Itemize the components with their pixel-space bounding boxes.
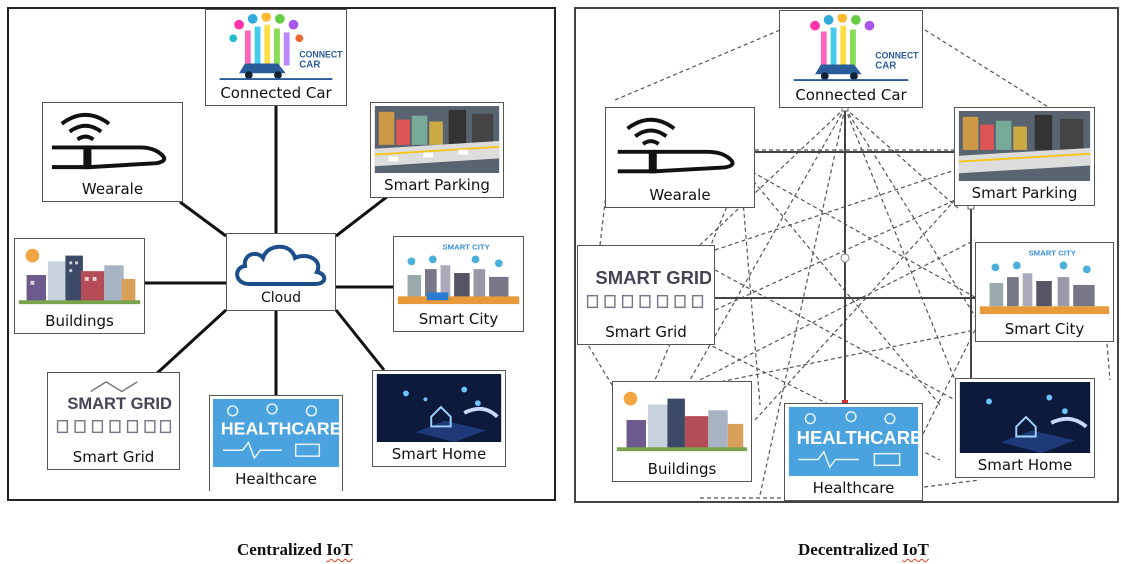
decentralized-caption: Decentralized IoT bbox=[798, 540, 929, 559]
node-smart-parking: Smart Parking bbox=[370, 102, 504, 198]
d-smart-grid-image: SMART GRID bbox=[581, 249, 711, 320]
d-node-wearable: Wearale bbox=[605, 107, 755, 208]
node-connected-car: CONNECTED CAR Connected Car bbox=[205, 9, 347, 106]
d-node-smart-city: SMART CITY Smart City bbox=[975, 242, 1114, 342]
d-smart-home-label: Smart Home bbox=[977, 456, 1073, 474]
svg-text:SMART CITY: SMART CITY bbox=[1028, 249, 1076, 258]
d-connected-car-image: CONNECTED CAR bbox=[783, 14, 919, 83]
smart-parking-image bbox=[374, 106, 500, 173]
svg-text:CONNECTED: CONNECTED bbox=[299, 50, 343, 60]
svg-text:CONNECTED: CONNECTED bbox=[875, 51, 919, 61]
d-smart-parking-image bbox=[958, 111, 1091, 181]
buildings-image bbox=[18, 242, 141, 309]
smart-grid-label: Smart Grid bbox=[72, 448, 155, 466]
smart-parking-label: Smart Parking bbox=[384, 176, 490, 194]
d-node-smart-parking: Smart Parking bbox=[954, 107, 1095, 206]
app-icons bbox=[229, 13, 304, 43]
d-wearable-image bbox=[609, 111, 751, 183]
svg-text:CAR: CAR bbox=[875, 60, 896, 71]
d-buildings-image bbox=[616, 385, 748, 457]
healthcare-label: Healthcare bbox=[235, 470, 317, 488]
node-smart-grid: SMART GRID Smart Grid bbox=[47, 372, 180, 470]
smart-home-label: Smart Home bbox=[391, 445, 487, 463]
d-node-smart-grid: SMART GRID Smart Grid bbox=[577, 245, 715, 345]
svg-text:HEALTHCARE: HEALTHCARE bbox=[221, 418, 339, 438]
svg-text:CAR: CAR bbox=[299, 59, 320, 70]
svg-text:SMART GRID: SMART GRID bbox=[595, 267, 711, 288]
svg-text:SMART GRID: SMART GRID bbox=[67, 394, 172, 413]
d-smart-city-image: SMART CITY bbox=[979, 246, 1110, 317]
d-node-smart-home: Smart Home bbox=[955, 378, 1095, 478]
node-smart-city: SMART CITY Smart City bbox=[393, 236, 524, 332]
d-buildings-label: Buildings bbox=[647, 460, 717, 478]
healthcare-image: HEALTHCARE bbox=[213, 399, 339, 467]
connected-car-image: CONNECTED CAR bbox=[209, 13, 343, 81]
node-smart-home: Smart Home bbox=[372, 370, 506, 467]
centralized-spokes bbox=[145, 106, 393, 395]
smart-city-label: Smart City bbox=[418, 310, 499, 328]
smart-home-image bbox=[376, 374, 502, 442]
d-node-buildings: Buildings bbox=[612, 381, 752, 482]
d-node-connected-car: CONNECTED CAR Connected Car bbox=[779, 10, 923, 108]
node-wearable: Wearale bbox=[42, 102, 183, 202]
d-wearable-label: Wearale bbox=[649, 186, 711, 204]
d-smart-grid-label: Smart Grid bbox=[605, 323, 687, 341]
node-buildings: Buildings bbox=[14, 238, 145, 334]
decentralized-mesh bbox=[584, 29, 1111, 501]
d-node-healthcare: HEALTHCARE Healthcare bbox=[784, 403, 923, 501]
cloud-icon bbox=[235, 244, 327, 286]
d-smart-parking-label: Smart Parking bbox=[971, 184, 1078, 202]
wearable-icon bbox=[51, 112, 167, 170]
svg-text:HEALTHCARE: HEALTHCARE bbox=[797, 427, 919, 448]
buildings-label: Buildings bbox=[45, 312, 114, 330]
centralized-caption: Centralized IoT bbox=[237, 540, 353, 559]
cloud-hub: Cloud bbox=[226, 233, 336, 311]
d-connected-car-label: Connected Car bbox=[795, 86, 907, 104]
svg-text:SMART CITY: SMART CITY bbox=[442, 243, 490, 252]
d-smart-home-image bbox=[959, 382, 1091, 453]
wearable-label: Wearale bbox=[81, 180, 144, 198]
d-healthcare-image: HEALTHCARE bbox=[788, 407, 919, 476]
node-healthcare: HEALTHCARE Healthcare bbox=[209, 395, 343, 491]
cloud-label: Cloud bbox=[261, 290, 301, 306]
smart-city-image: SMART CITY bbox=[397, 240, 520, 307]
d-smart-city-label: Smart City bbox=[1004, 320, 1085, 338]
connected-car-label: Connected Car bbox=[220, 84, 332, 102]
d-healthcare-label: Healthcare bbox=[812, 479, 895, 497]
smart-grid-image: SMART GRID bbox=[51, 376, 176, 445]
wearable-image bbox=[46, 106, 179, 177]
